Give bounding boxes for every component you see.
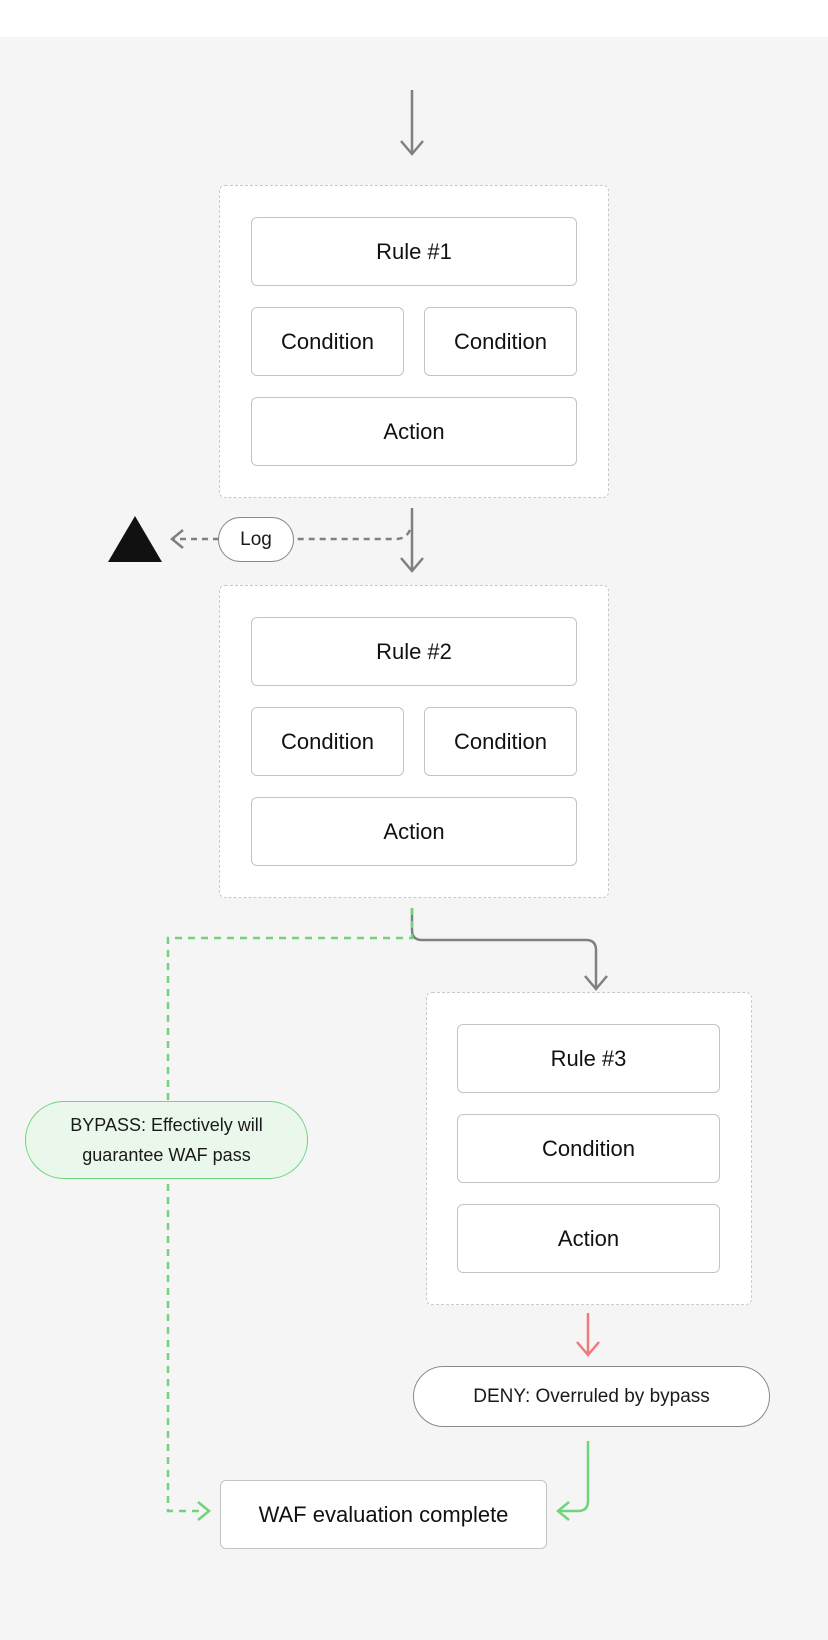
log-branch-arrow — [170, 529, 412, 549]
rule2-to-rule3-arrow — [410, 908, 608, 991]
log-pill[interactable]: Log — [218, 517, 294, 562]
rule-3-title[interactable]: Rule #3 — [457, 1024, 720, 1093]
rule-1-condition-2[interactable]: Condition — [424, 307, 577, 376]
rule1-to-rule2-arrow — [400, 508, 424, 573]
rule-2-action[interactable]: Action — [251, 797, 577, 866]
rule-2-title[interactable]: Rule #2 — [251, 617, 577, 686]
bypass-path-arrow — [166, 908, 414, 1521]
bypass-pill[interactable]: BYPASS: Effectively will guarantee WAF p… — [25, 1101, 308, 1179]
entry-arrow — [400, 90, 424, 156]
bypass-label: BYPASS: Effectively will guarantee WAF p… — [70, 1115, 263, 1165]
rule-1-condition-1[interactable]: Condition — [251, 307, 404, 376]
warning-triangle-icon — [108, 516, 162, 562]
waf-evaluation-complete-box[interactable]: WAF evaluation complete — [220, 1480, 547, 1549]
rule-2-condition-1[interactable]: Condition — [251, 707, 404, 776]
rule-2-condition-2[interactable]: Condition — [424, 707, 577, 776]
deny-to-complete-arrow — [556, 1441, 590, 1521]
rule-3-action[interactable]: Action — [457, 1204, 720, 1273]
deny-arrow — [576, 1313, 600, 1357]
rule-3-condition[interactable]: Condition — [457, 1114, 720, 1183]
rule-1-title[interactable]: Rule #1 — [251, 217, 577, 286]
rule-1-action[interactable]: Action — [251, 397, 577, 466]
deny-pill[interactable]: DENY: Overruled by bypass — [413, 1366, 770, 1427]
